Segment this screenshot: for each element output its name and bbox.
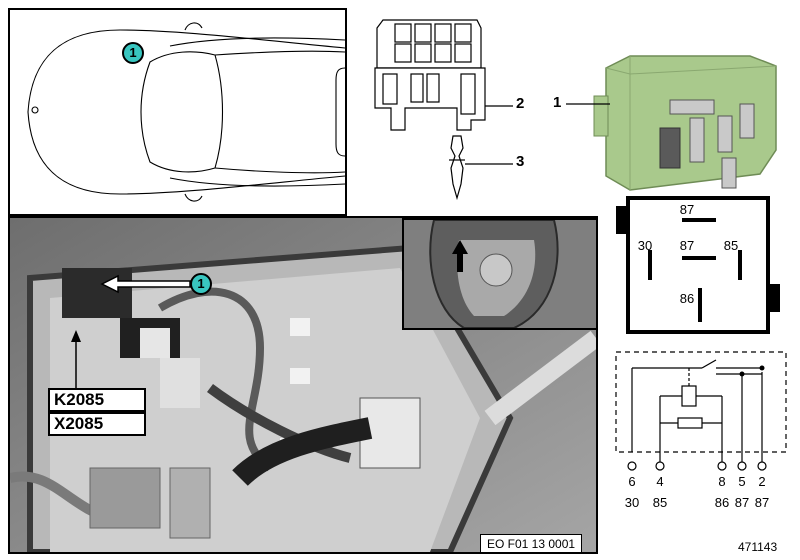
terminal-label: 3 (516, 153, 525, 170)
connector-drawing (374, 19, 513, 201)
pin-87-top: 87 (679, 202, 695, 217)
relay-icon (593, 55, 777, 191)
terminal-number-4: 4 (656, 474, 664, 489)
relay-code: K2085 (48, 388, 146, 412)
terminal-name-30: 30 (624, 495, 640, 510)
photo-reference: EO F01 13 0001 (480, 534, 583, 552)
installation-photo: 1 K2085 X2085 EO F01 13 0001 (8, 216, 598, 554)
car-location-panel: 1 (8, 8, 347, 216)
connector-code: X2085 (48, 412, 146, 436)
pin-87-center: 87 (679, 238, 695, 253)
connector-label: 2 (516, 95, 525, 112)
terminal-number-2: 2 (758, 474, 766, 489)
photo-callout: 1 (190, 273, 212, 295)
figure-number: 471143 (738, 540, 778, 554)
pin-85: 85 (723, 238, 739, 253)
location-callout: 1 (122, 42, 144, 64)
terminal-number-8: 8 (718, 474, 726, 489)
relay-pin-diagram: 87 30 87 85 86 (612, 192, 784, 338)
pin-86: 86 (679, 291, 695, 306)
terminal-number-5: 5 (738, 474, 746, 489)
car-outline-icon (27, 22, 345, 202)
pin-30: 30 (637, 238, 653, 253)
terminal-number-6: 6 (628, 474, 636, 489)
inset-photo (402, 218, 596, 330)
terminal-name-86: 86 (714, 495, 730, 510)
relay-schematic (615, 351, 787, 471)
relay-label: 1 (553, 94, 562, 111)
terminal-name-87b: 87 (754, 495, 770, 510)
terminal-name-87a: 87 (734, 495, 750, 510)
terminal-name-85: 85 (652, 495, 668, 510)
